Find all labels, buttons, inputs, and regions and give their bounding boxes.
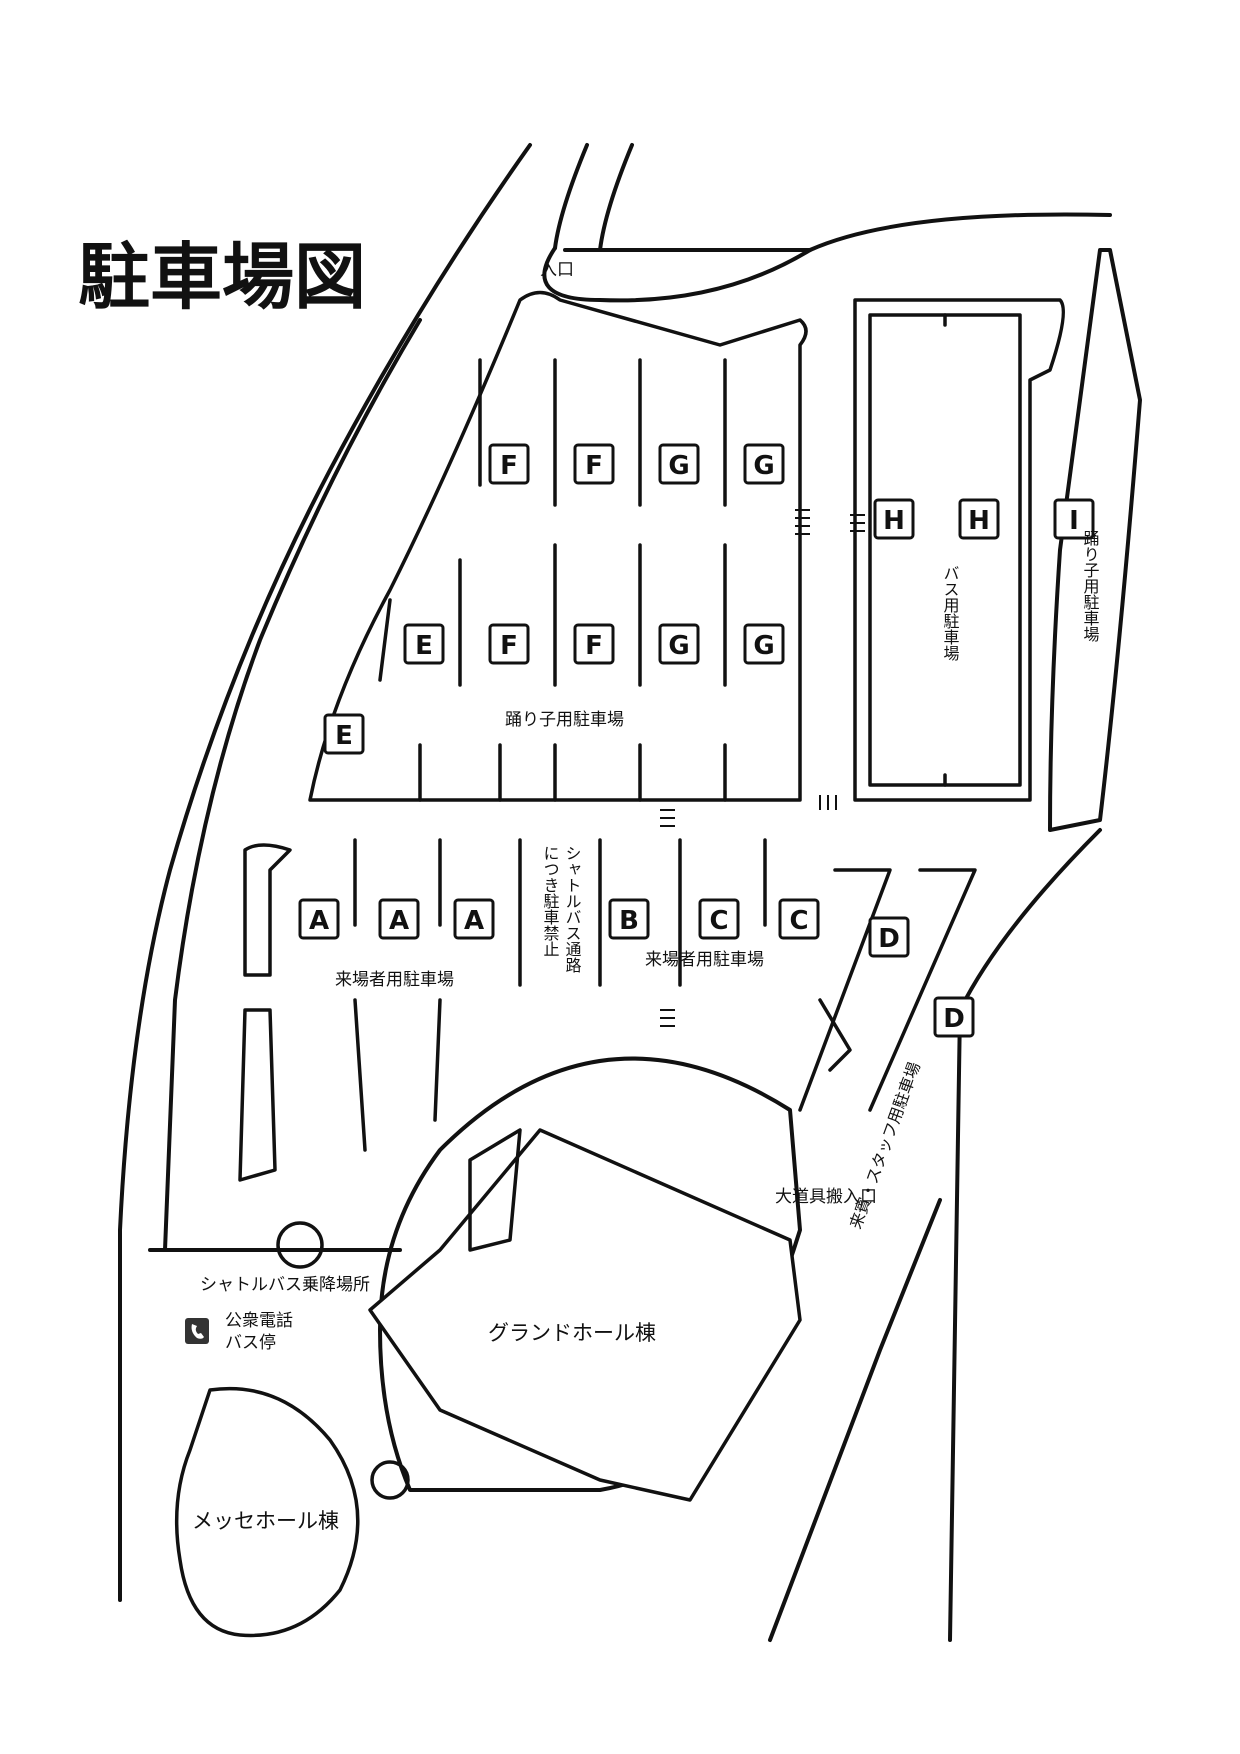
zone-f3: F <box>488 623 530 665</box>
grand-hall-label: グランドホール棟 <box>488 1321 656 1345</box>
zone-letter: C <box>789 906 808 936</box>
zone-h1: H <box>873 498 915 540</box>
zone-letter: I <box>1069 506 1079 536</box>
zone-e2: E <box>323 713 365 755</box>
zone-box <box>658 623 700 665</box>
zone-letter: G <box>753 631 774 661</box>
guest-staff-lot-label: 来賓・スタッフ用駐車場 <box>846 1059 924 1231</box>
zone-box <box>873 498 915 540</box>
zone-c2: C <box>778 898 820 940</box>
zone-g3: G <box>658 623 700 665</box>
odoriko-lot-vertical-label: 踊り子用駐車場 <box>1081 530 1100 643</box>
zone-letter: G <box>668 451 689 481</box>
shuttle-lane-label-1: シャトルバス通路 <box>563 845 582 973</box>
upper-lots <box>308 290 810 802</box>
zone-markers: F F G G H H I E F F G G E A A A B C C D D <box>298 443 1095 1038</box>
zone-d1: D <box>868 916 910 958</box>
zone-letter: A <box>389 906 409 936</box>
zone-letter: A <box>309 906 329 936</box>
zone-box <box>573 443 615 485</box>
messe-hall-building <box>174 1221 410 1638</box>
zone-box <box>378 898 420 940</box>
phone-icon <box>185 1318 209 1344</box>
zone-box <box>778 898 820 940</box>
zone-letter: H <box>883 506 905 536</box>
zone-letter: F <box>585 451 603 481</box>
zone-letter: H <box>968 506 990 536</box>
zone-g1: G <box>658 443 700 485</box>
zone-letter: B <box>619 906 639 936</box>
zone-f1: F <box>488 443 530 485</box>
zone-box <box>658 443 700 485</box>
zone-letter: D <box>878 924 900 954</box>
zone-letter: E <box>415 631 433 661</box>
zone-b1: B <box>608 898 650 940</box>
zone-letter: E <box>335 721 353 751</box>
zone-box <box>743 623 785 665</box>
zone-box <box>488 623 530 665</box>
zone-box <box>743 443 785 485</box>
zone-box <box>933 996 975 1038</box>
zone-box <box>958 498 1000 540</box>
zone-f4: F <box>573 623 615 665</box>
zone-letter: G <box>753 451 774 481</box>
zone-box <box>573 623 615 665</box>
zone-f2: F <box>573 443 615 485</box>
zone-letter: C <box>709 906 728 936</box>
zone-box <box>298 898 340 940</box>
zone-box <box>608 898 650 940</box>
shuttle-lane-label-2: につき駐車禁止 <box>541 845 560 957</box>
zone-box <box>698 898 740 940</box>
zone-letter: A <box>464 906 484 936</box>
phone-label: 公衆電話 <box>225 1311 293 1331</box>
zone-box <box>1053 498 1095 540</box>
odoriko-lot-label: 踊り子用駐車場 <box>505 710 624 730</box>
zone-box <box>453 898 495 940</box>
zone-box <box>868 916 910 958</box>
zone-letter: F <box>500 451 518 481</box>
zone-i1: I <box>1053 498 1095 540</box>
zone-letter: F <box>585 631 603 661</box>
zone-a2: A <box>378 898 420 940</box>
shuttle-stop-label: シャトルバス乗降場所 <box>200 1275 370 1295</box>
zone-box <box>323 713 365 755</box>
visitor-lots <box>238 809 977 1182</box>
bus-stop-label: バス停 <box>225 1333 276 1353</box>
zone-a3: A <box>453 898 495 940</box>
zone-letter: F <box>500 631 518 661</box>
zone-d2: D <box>933 996 975 1038</box>
zone-g2: G <box>743 443 785 485</box>
bus-lot-label: バス用駐車場 <box>941 565 960 662</box>
visitor-lot-right-label: 来場者用駐車場 <box>645 950 764 970</box>
zone-letter: D <box>943 1004 965 1034</box>
map-title: 駐車場図 <box>78 234 366 319</box>
zone-h2: H <box>958 498 1000 540</box>
zone-c1: C <box>698 898 740 940</box>
zone-g4: G <box>743 623 785 665</box>
bus-lot <box>819 298 1066 810</box>
zone-box <box>488 443 530 485</box>
grand-hall-building <box>368 1056 802 1502</box>
zone-a1: A <box>298 898 340 940</box>
entrance-label: 入口 <box>540 260 574 280</box>
zone-box <box>403 623 445 665</box>
messe-hall-label: メッセホール棟 <box>192 1509 339 1533</box>
zone-e1: E <box>403 623 445 665</box>
visitor-lot-left-label: 来場者用駐車場 <box>335 970 454 990</box>
equipment-entrance-label: 大道具搬入口 <box>775 1187 877 1207</box>
zone-letter: G <box>668 631 689 661</box>
